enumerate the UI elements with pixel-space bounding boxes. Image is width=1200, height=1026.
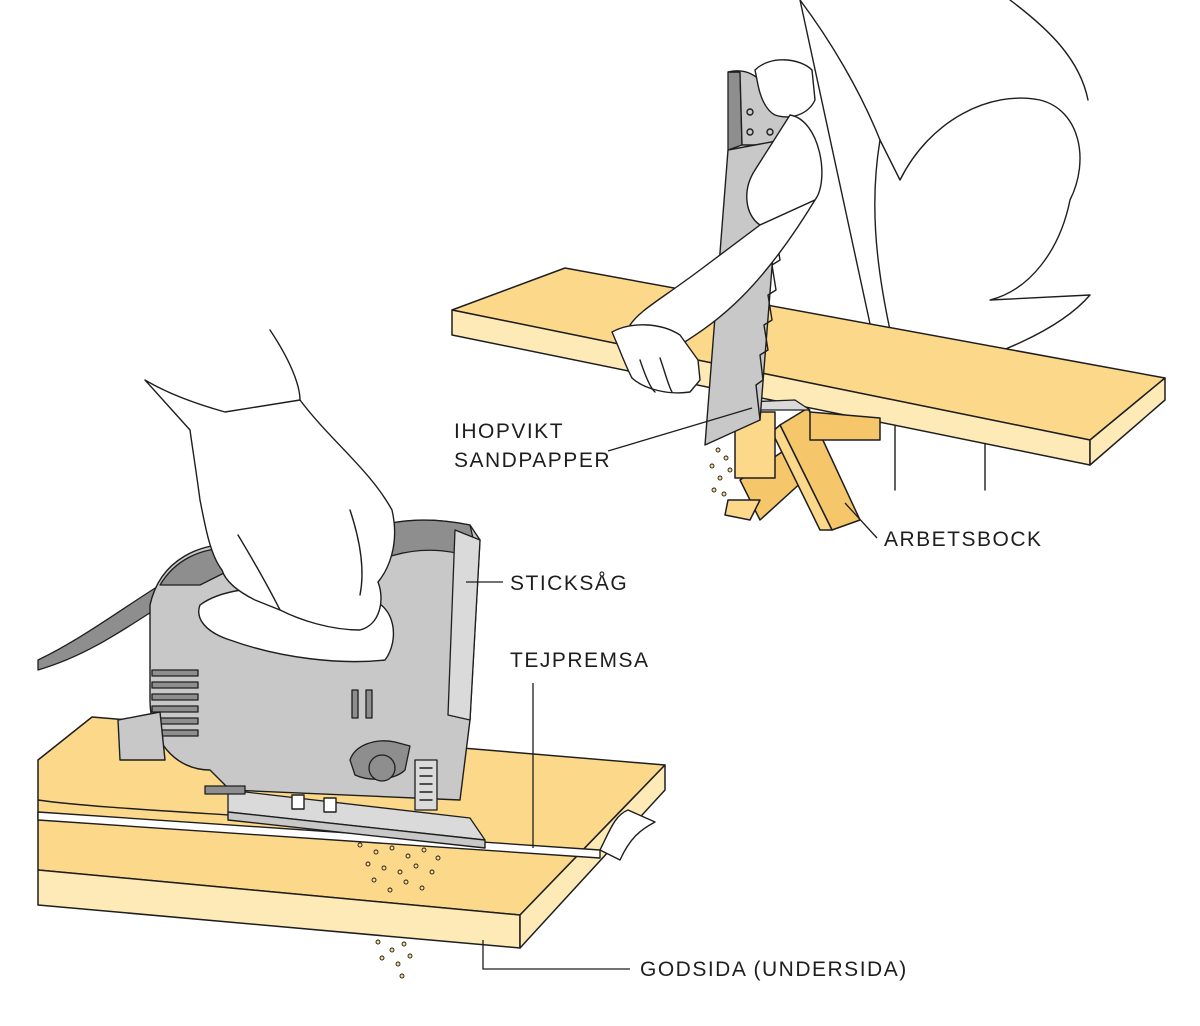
jigsaw-sawdust bbox=[357, 842, 441, 979]
leader-sawhorse bbox=[844, 502, 878, 539]
jigsaw bbox=[117, 519, 486, 849]
saw-hand bbox=[629, 59, 823, 346]
jigsaw-scene bbox=[37, 329, 666, 979]
callouts: IHOPVIKT SANDPAPPER ARBETSBOCK STICKSÅG … bbox=[454, 407, 1043, 981]
sawhorse bbox=[724, 407, 881, 531]
switch-slot-right bbox=[365, 689, 373, 719]
label-sawhorse: ARBETSBOCK bbox=[884, 528, 1043, 551]
label-tape-strip: TEJPREMSA bbox=[510, 649, 650, 672]
label-jigsaw: STICKSÅG bbox=[510, 572, 628, 595]
handsaw-scene bbox=[451, 0, 1166, 531]
motor-vents bbox=[151, 669, 199, 737]
label-folded-sandpaper-line2: SANDPAPPER bbox=[454, 449, 611, 472]
label-good-side: GODSIDA (UNDERSIDA) bbox=[640, 958, 908, 981]
board-hand bbox=[611, 324, 701, 394]
jigsaw-hand bbox=[144, 329, 396, 631]
label-folded-sandpaper-line1: IHOPVIKT bbox=[454, 420, 564, 443]
leader-folded-sandpaper bbox=[607, 407, 753, 452]
switch-slot-left bbox=[351, 689, 359, 719]
leader-good-side bbox=[482, 940, 630, 970]
handsaw-sawdust bbox=[709, 447, 733, 497]
long-board bbox=[451, 267, 1166, 466]
